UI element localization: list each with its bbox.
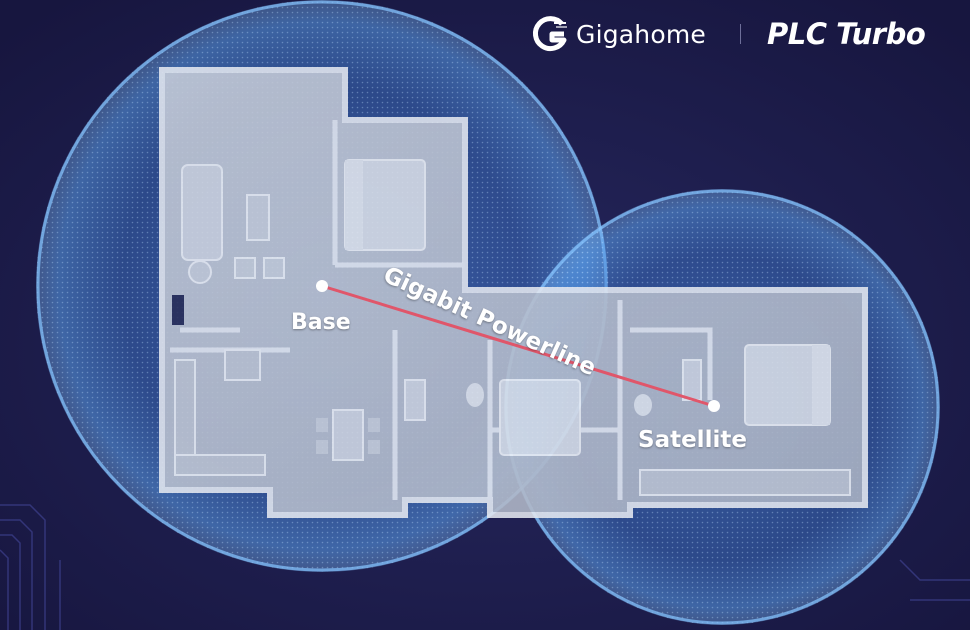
brand-divider — [739, 24, 741, 44]
base-node-dot[interactable] — [316, 280, 328, 292]
satellite-node-dot[interactable] — [708, 400, 720, 412]
satellite-label: Satellite — [638, 427, 747, 453]
brand-bar: Gigahome PLC Turbo — [530, 14, 926, 54]
floor-plan — [159, 67, 868, 518]
g-swoosh-icon — [533, 16, 567, 52]
brand-name: Gigahome — [576, 19, 706, 49]
product-name: PLC Turbo — [766, 17, 926, 51]
powerline-link — [321, 284, 715, 408]
circuit-lines — [0, 504, 970, 630]
base-label: Base — [291, 310, 351, 335]
